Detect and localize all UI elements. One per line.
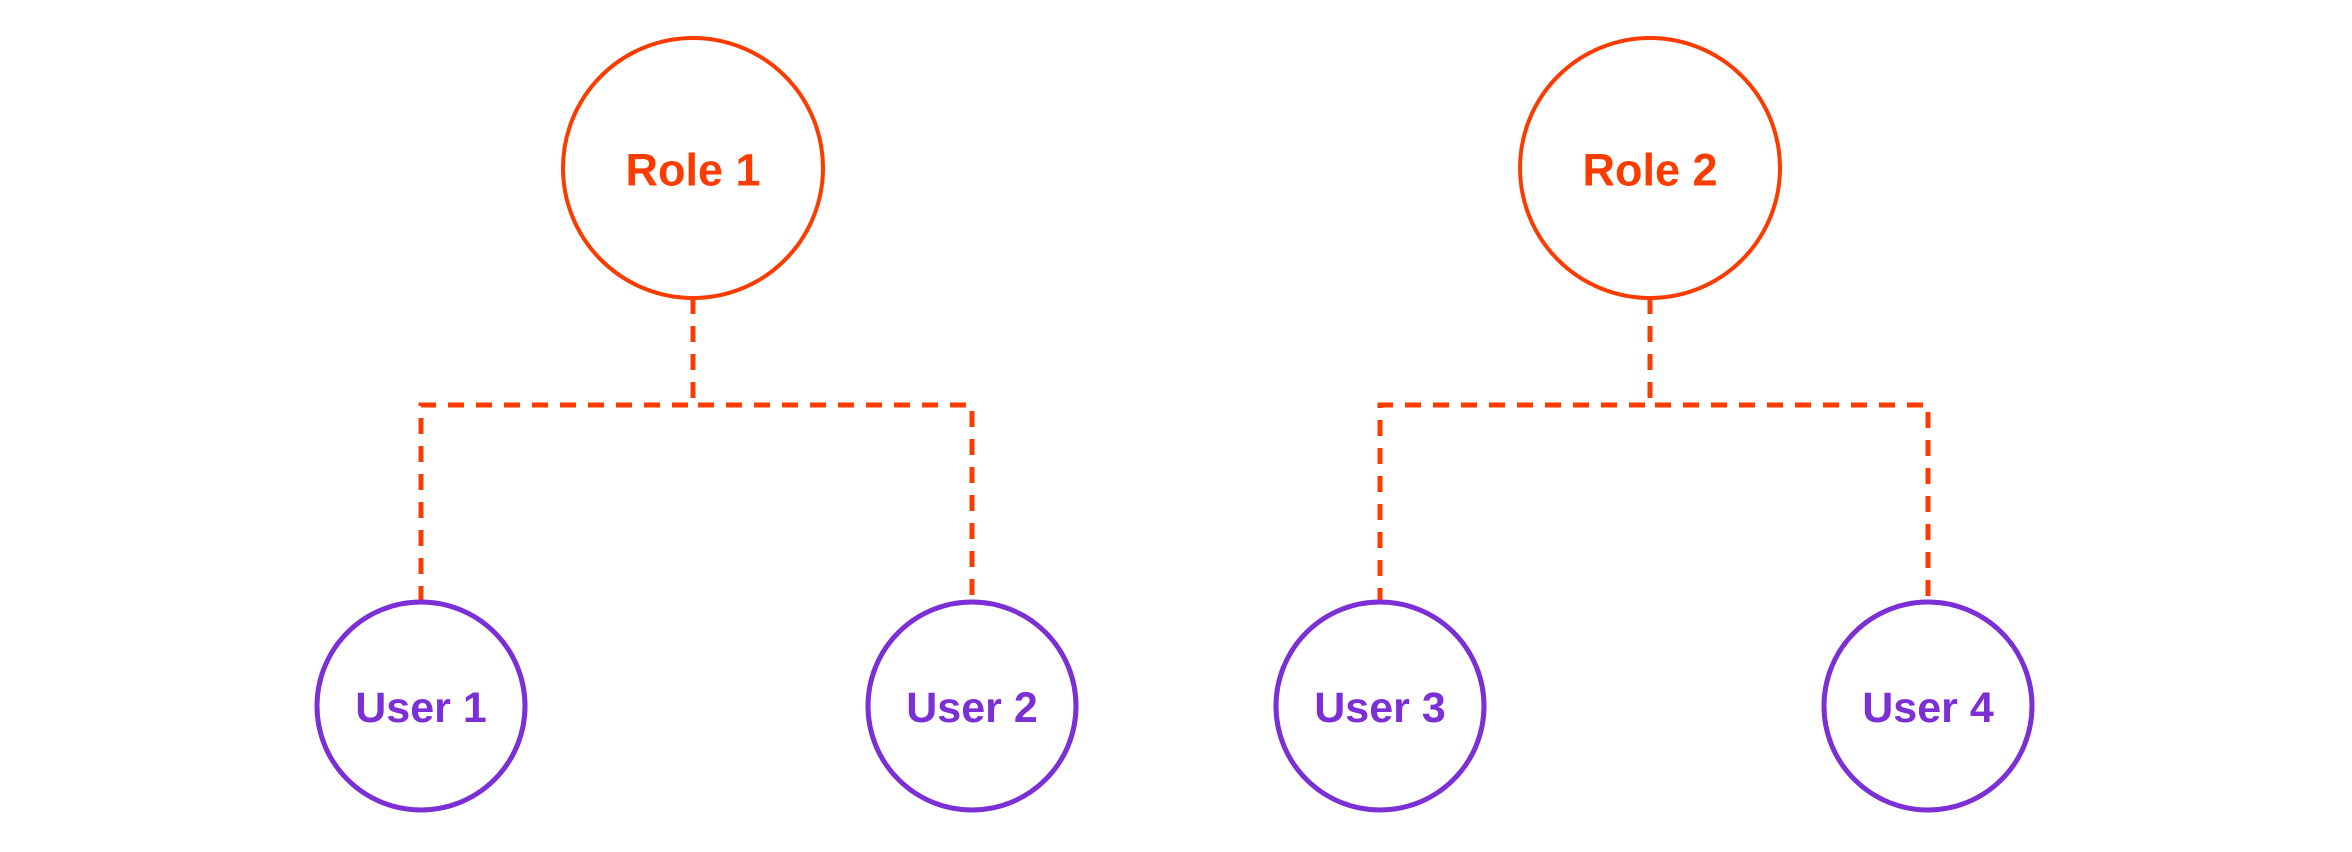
user-circle[interactable] <box>1273 599 1487 813</box>
user-circle[interactable] <box>865 599 1079 813</box>
user-label: User 2 <box>906 684 1037 732</box>
edge-role1-user1 <box>418 298 696 602</box>
role-circle[interactable] <box>1518 36 1782 300</box>
role-circle[interactable] <box>561 36 825 300</box>
edge-role2-user3 <box>1377 298 1653 602</box>
user-node-user-1[interactable]: User 1 <box>314 599 528 813</box>
user-circle[interactable] <box>314 599 528 813</box>
edge-role2-user4 <box>1647 298 1931 602</box>
connector-group <box>418 298 1931 602</box>
user-circle[interactable] <box>1821 599 2035 813</box>
role-label: Role 2 <box>1582 145 1717 196</box>
edge-role1-user2 <box>690 298 975 602</box>
role-label: Role 1 <box>625 145 760 196</box>
user-label: User 1 <box>355 684 486 732</box>
role-node-role-1[interactable]: Role 1 <box>561 36 825 300</box>
user-node-user-2[interactable]: User 2 <box>865 599 1079 813</box>
role-node-role-2[interactable]: Role 2 <box>1518 36 1782 300</box>
user-label: User 4 <box>1862 684 1994 732</box>
user-label: User 3 <box>1314 684 1445 732</box>
user-node-user-4[interactable]: User 4 <box>1821 599 2035 813</box>
user-node-user-3[interactable]: User 3 <box>1273 599 1487 813</box>
